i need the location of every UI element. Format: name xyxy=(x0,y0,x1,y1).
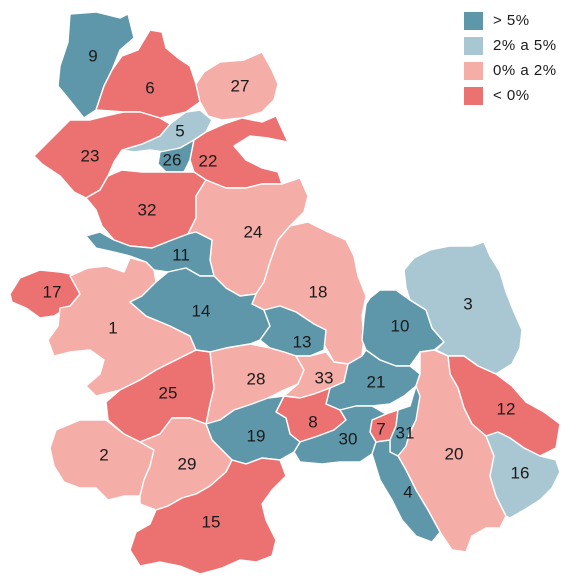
region-14[interactable] xyxy=(129,267,271,353)
region-11[interactable] xyxy=(85,231,215,277)
legend-label: 2% a 5% xyxy=(493,37,557,54)
region-23[interactable] xyxy=(33,111,171,199)
region-label-32: 32 xyxy=(138,201,157,220)
region-label-24: 24 xyxy=(244,223,263,242)
region-3[interactable] xyxy=(403,241,523,375)
region-label-17: 17 xyxy=(43,283,62,302)
legend-swatch xyxy=(464,86,483,105)
region-label-16: 16 xyxy=(511,464,530,483)
legend-swatch xyxy=(464,36,483,55)
region-label-1: 1 xyxy=(108,319,117,338)
region-label-22: 22 xyxy=(199,152,218,171)
legend-item: 0% a 2% xyxy=(464,58,557,83)
legend-swatch xyxy=(464,61,483,80)
region-label-30: 30 xyxy=(339,430,358,449)
region-label-12: 12 xyxy=(497,400,516,419)
region-label-27: 27 xyxy=(231,77,250,96)
region-label-7: 7 xyxy=(376,420,385,439)
region-label-8: 8 xyxy=(308,413,317,432)
legend-item: 2% a 5% xyxy=(464,33,557,58)
region-label-28: 28 xyxy=(247,370,266,389)
region-label-15: 15 xyxy=(202,513,221,532)
region-label-31: 31 xyxy=(396,424,415,443)
region-27[interactable] xyxy=(195,51,279,121)
region-label-5: 5 xyxy=(175,122,184,141)
legend-label: > 5% xyxy=(493,12,530,29)
map-legend: > 5% 2% a 5% 0% a 2% < 0% xyxy=(464,8,557,108)
legend-swatch xyxy=(464,11,483,30)
legend-item: > 5% xyxy=(464,8,557,33)
region-label-20: 20 xyxy=(445,445,464,464)
region-label-4: 4 xyxy=(403,483,412,502)
region-label-19: 19 xyxy=(247,427,266,446)
region-label-10: 10 xyxy=(391,317,410,336)
region-label-33: 33 xyxy=(315,369,334,388)
region-26[interactable] xyxy=(157,139,195,173)
region-label-26: 26 xyxy=(163,151,182,170)
region-label-21: 21 xyxy=(367,373,386,392)
region-label-14: 14 xyxy=(192,302,211,321)
legend-label: < 0% xyxy=(493,87,530,104)
region-30[interactable] xyxy=(293,405,387,465)
region-label-29: 29 xyxy=(178,455,197,474)
region-label-13: 13 xyxy=(293,333,312,352)
region-16[interactable] xyxy=(485,431,561,519)
legend-item: < 0% xyxy=(464,83,557,108)
region-label-9: 9 xyxy=(88,47,97,66)
region-label-25: 25 xyxy=(159,384,178,403)
region-15[interactable] xyxy=(129,457,287,575)
region-31[interactable] xyxy=(389,385,421,457)
region-label-18: 18 xyxy=(309,283,328,302)
region-label-11: 11 xyxy=(172,246,190,265)
region-label-6: 6 xyxy=(145,79,154,98)
region-label-23: 23 xyxy=(81,147,100,166)
region-label-2: 2 xyxy=(99,446,108,465)
legend-label: 0% a 2% xyxy=(493,62,557,79)
region-label-3: 3 xyxy=(463,295,472,314)
region-4[interactable] xyxy=(371,439,441,543)
